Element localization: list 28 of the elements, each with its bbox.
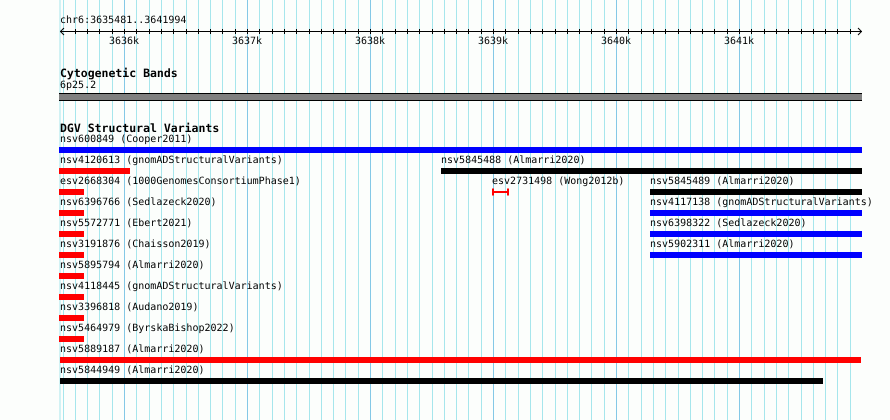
variant-label: nsv4117138 (gnomADStructuralVariants)	[650, 197, 873, 209]
variant-label: nsv5889187 (Almarri2020)	[60, 344, 204, 356]
variant-label: nsv5845489 (Almarri2020)	[650, 176, 794, 188]
variant-label: esv2731498 (Wong2012b)	[492, 176, 624, 188]
variant-label: nsv3191876 (Chaisson2019)	[60, 239, 211, 251]
location-label: chr6:3635481..3641994	[60, 15, 186, 27]
variant-label: nsv4118445 (gnomADStructuralVariants)	[60, 281, 283, 293]
variant-label: nsv5464979 (ByrskaBishop2022)	[60, 323, 235, 335]
variant-label: nsv5844949 (Almarri2020)	[60, 365, 204, 377]
variant-label: nsv4120613 (gnomADStructuralVariants)	[60, 155, 283, 167]
track-title: DGV Structural Variants	[60, 121, 220, 135]
tick-label: 3641k	[724, 36, 754, 48]
tick-label: 3639k	[478, 36, 508, 48]
tick-label: 3638k	[354, 36, 386, 48]
tick-label: 3640k	[600, 36, 632, 48]
variant-label: nsv600849 (Cooper2011)	[60, 134, 192, 146]
variant-label: nsv6398322 (Sedlazeck2020)	[650, 218, 807, 230]
variant-label: nsv5572771 (Ebert2021)	[60, 218, 192, 230]
tick-label: 3636k	[108, 36, 140, 48]
variant-label: nsv3396818 (Audano2019)	[60, 302, 198, 314]
variant-label: esv2668304 (1000GenomesConsortiumPhase1)	[60, 176, 301, 188]
tick-label: 3637k	[232, 36, 262, 48]
variant-label: nsv5895794 (Almarri2020)	[60, 260, 204, 272]
variant-label: nsv5902311 (Almarri2020)	[650, 239, 794, 251]
band-label: 6p25.2	[60, 80, 96, 92]
track-title: Cytogenetic Bands	[60, 66, 178, 80]
variant-label: nsv6396766 (Sedlazeck2020)	[60, 197, 217, 209]
variant-label: nsv5845488 (Almarri2020)	[441, 155, 586, 167]
